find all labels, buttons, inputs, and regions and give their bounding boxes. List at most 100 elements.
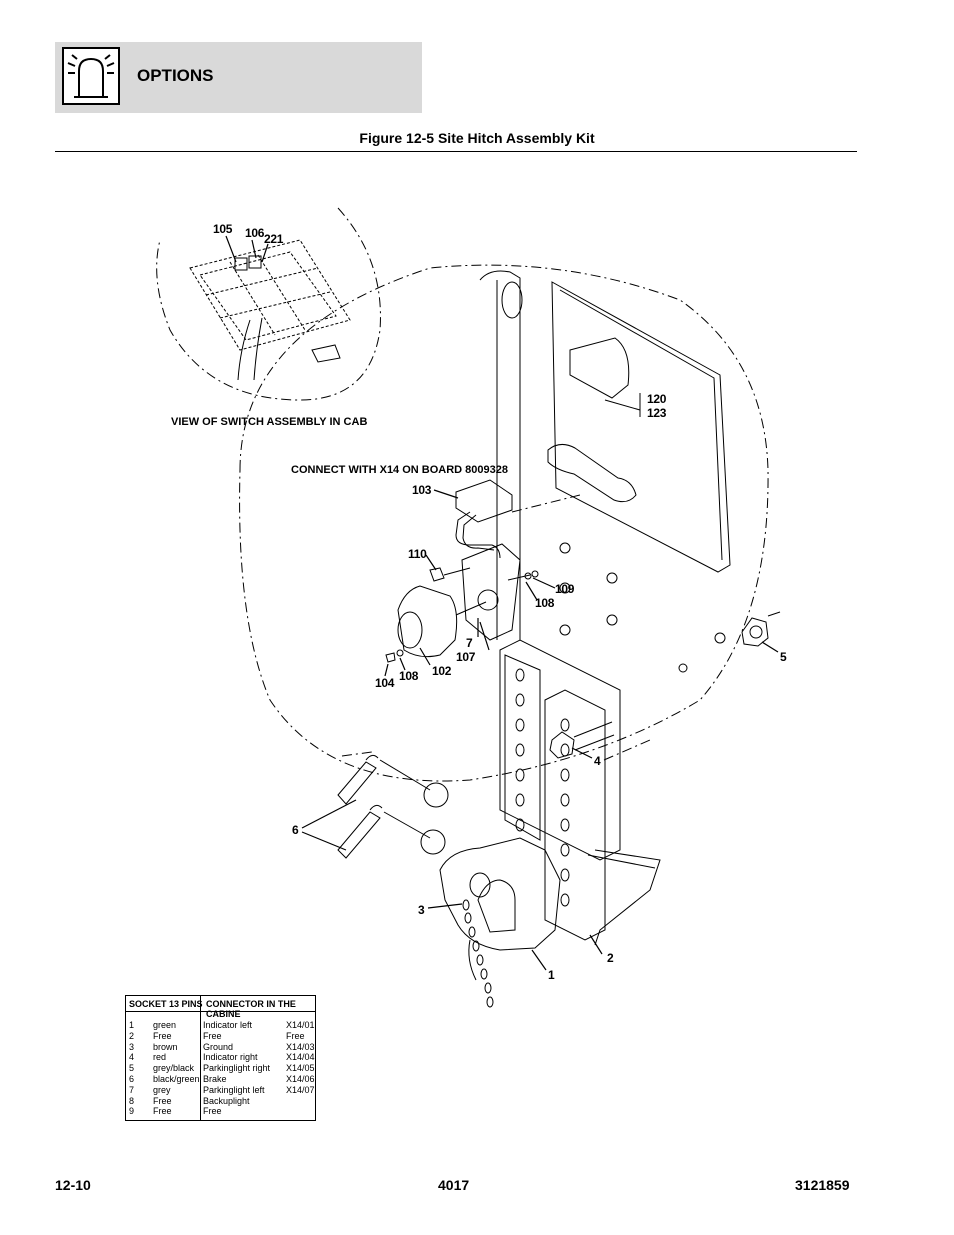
callout-108-lower: 108 — [399, 669, 419, 683]
socket-pin-table: SOCKET 13 PINS CONNECTOR IN THE CABINE 1… — [125, 995, 316, 1121]
pin-color-cell: Free — [153, 1095, 172, 1106]
switch-221 — [311, 344, 341, 363]
detail-boundary — [239, 264, 769, 782]
pin-pin-cell: 6 — [129, 1074, 135, 1084]
pin-table-header-connector: CONNECTOR IN THE CABINE — [206, 999, 296, 1019]
nut-5 — [741, 617, 769, 647]
beacon-light-icon — [62, 47, 120, 105]
section-title: OPTIONS — [137, 66, 214, 85]
manual-number: 3121859 — [795, 1177, 850, 1193]
pin-function-cell: Parkinglight left — [203, 1084, 265, 1095]
pin-function-cell: Indicator left — [203, 1020, 253, 1030]
switch-105 — [234, 257, 248, 271]
hitch-bracket-2 — [499, 639, 621, 861]
pin-code-cell: X14/01 — [286, 1020, 315, 1030]
connector-103 — [455, 479, 513, 523]
pin-color-cell: red — [153, 1052, 167, 1063]
callout-5: 5 — [780, 650, 787, 664]
pin-pin-cell: 1 — [129, 1020, 135, 1030]
callout-105: 105 — [213, 222, 233, 236]
header-rule — [55, 151, 857, 152]
callout-103: 103 — [412, 483, 432, 497]
pin-pin-cell: 7 — [129, 1084, 135, 1095]
pin-code-cell: X14/06 — [286, 1074, 315, 1084]
switch-view-boundary — [156, 207, 381, 401]
pin-color-cell: grey — [153, 1084, 171, 1095]
grab-handle — [547, 444, 637, 503]
hitch-holes-right — [560, 718, 570, 907]
socket-102 — [397, 585, 458, 658]
callout-102: 102 — [432, 664, 452, 678]
page-number: 12-10 — [55, 1177, 91, 1193]
callout-2: 2 — [607, 951, 614, 965]
pin-function-cell: Ground — [203, 1041, 234, 1052]
pin-function-cell: Free — [203, 1106, 222, 1117]
switch-view-note: VIEW OF SWITCH ASSEMBLY IN CAB — [171, 416, 368, 428]
pin-code-cell: X14/03 — [286, 1041, 315, 1052]
pin-color-cell: brown — [153, 1041, 178, 1052]
pin-6-upper — [337, 761, 377, 805]
back-board — [551, 281, 731, 573]
callout-3: 3 — [418, 903, 425, 917]
pin-pin-cell: 8 — [129, 1095, 135, 1106]
pin-function-cell: Free — [203, 1030, 222, 1041]
bolt-110 — [429, 567, 445, 582]
callout-106: 106 — [245, 226, 265, 240]
mounting-plate — [479, 270, 521, 640]
leader-lines — [225, 235, 779, 971]
pin-table-row: 3 brown Ground X14/03 — [126, 1042, 315, 1053]
switch-panel — [189, 239, 351, 351]
pin-color-cell: grey/black — [153, 1063, 195, 1074]
pin-color-cell: Free — [153, 1106, 172, 1117]
pin-color-cell: black/green — [153, 1074, 200, 1084]
pin-code-cell: X14/07 — [286, 1084, 315, 1095]
model-number: 4017 — [438, 1177, 470, 1193]
pin-6-lower — [337, 811, 381, 859]
callout-120: 120 — [647, 392, 667, 406]
bolt-4 — [549, 731, 575, 759]
callout-110: 110 — [408, 547, 427, 561]
pin-color-cell: green — [153, 1020, 177, 1030]
callout-221: 221 — [264, 232, 284, 246]
pin-pin-cell: 4 — [129, 1052, 135, 1063]
figure-title: Figure 12-5 Site Hitch Assembly Kit — [359, 130, 595, 146]
pin-function-cell: Parkinglight right — [203, 1063, 271, 1074]
callout-123: 123 — [647, 406, 667, 420]
pin-pin-cell: 3 — [129, 1041, 135, 1052]
pin-table-row: 1 green Indicator left X14/01 — [126, 1020, 315, 1031]
lamp-120 — [569, 337, 630, 399]
hitch-hook-1 — [439, 837, 561, 951]
callout-109: 109 — [555, 582, 575, 596]
pin-table-header-socket: SOCKET 13 PINS — [129, 999, 203, 1009]
pin-table-row: 7 grey Parkinglight left X14/07 — [126, 1085, 315, 1096]
pin-pin-cell: 9 — [129, 1106, 135, 1117]
chain-3 — [462, 899, 494, 1008]
callout-108-upper: 108 — [535, 596, 555, 610]
callout-107: 107 — [456, 650, 476, 664]
pin-table-row: 2 Free Free Free — [126, 1031, 315, 1042]
pin-table-row: 9 Free Free — [126, 1106, 315, 1117]
bracket-107 — [461, 543, 521, 641]
pin-table-row: 8 Free Backuplight — [126, 1096, 315, 1107]
pin-pin-cell: 2 — [129, 1030, 135, 1041]
pin-code-cell: X14/05 — [286, 1063, 315, 1074]
hitch-holes-left — [515, 668, 525, 832]
callout-104: 104 — [375, 676, 395, 690]
callout-6: 6 — [292, 823, 299, 837]
pin-function-cell: Backuplight — [203, 1095, 250, 1106]
pin-color-cell: Free — [153, 1030, 172, 1041]
pin-function-cell: Brake — [203, 1074, 227, 1084]
callout-7: 7 — [466, 636, 473, 650]
pin-code-cell: X14/04 — [286, 1052, 315, 1063]
callout-4: 4 — [594, 754, 601, 768]
pin-function-cell: Indicator right — [203, 1052, 258, 1063]
plate-slot — [501, 281, 523, 319]
wedge-plate — [594, 849, 661, 946]
pin-table-row: 4 red Indicator right X14/04 — [126, 1052, 315, 1063]
connect-note: CONNECT WITH X14 ON BOARD 8009328 — [291, 464, 508, 476]
callout-1: 1 — [548, 968, 555, 982]
pin-code-cell: Free — [286, 1030, 305, 1041]
